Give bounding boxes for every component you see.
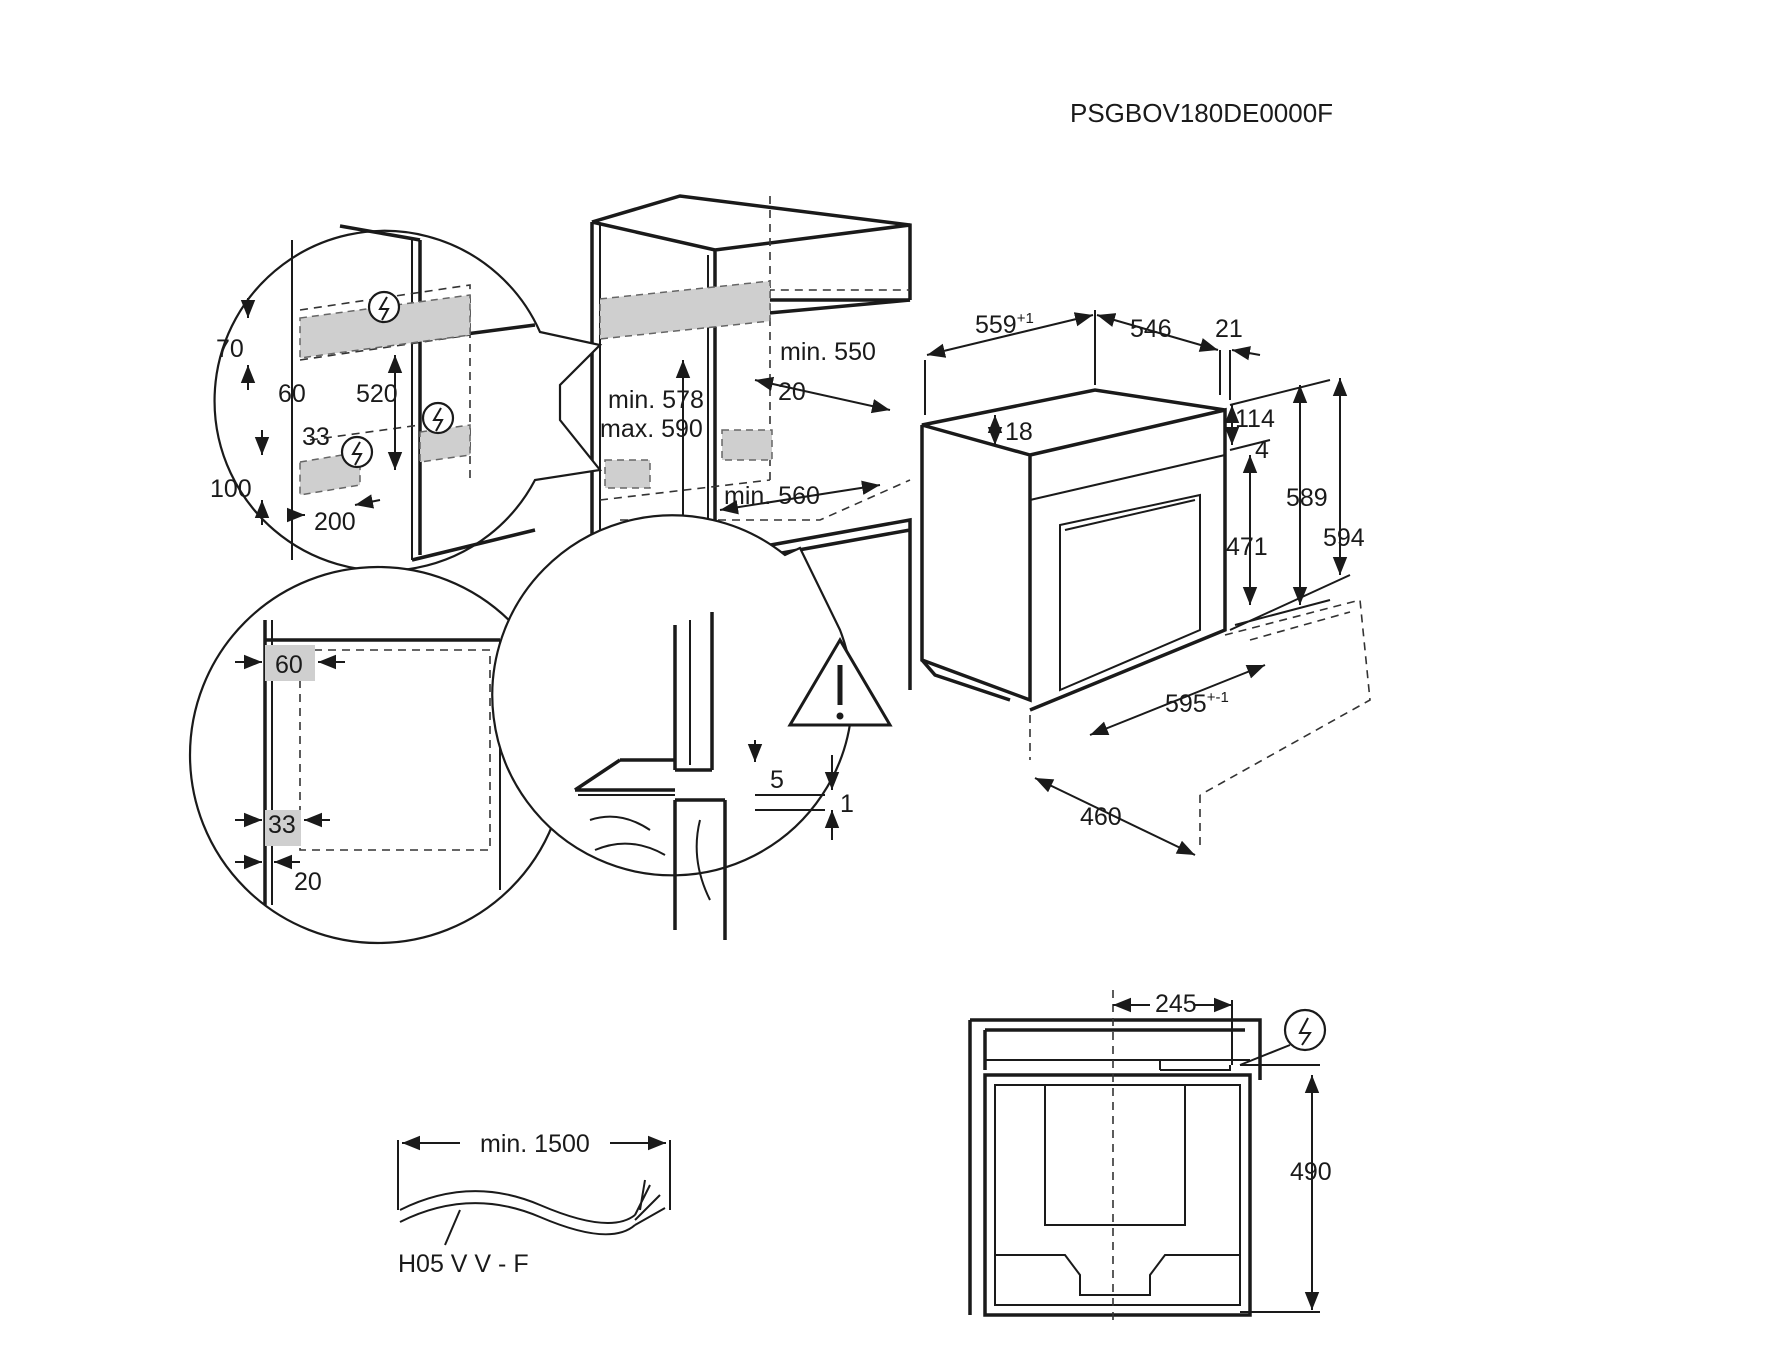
dim-min-578: min. 578 — [608, 386, 704, 414]
dim-20-side: 20 — [294, 868, 322, 896]
dim-5: 5 — [770, 766, 784, 794]
dim-1: 1 — [840, 790, 854, 818]
dim-33: 33 — [302, 423, 330, 451]
front-view-drawing — [968, 990, 1327, 1325]
dim-60: 60 — [278, 380, 306, 408]
oven-drawing — [920, 310, 1371, 856]
detail-side-circle — [188, 565, 568, 945]
cable-type: H05 V V - F — [398, 1250, 529, 1278]
dim-100: 100 — [210, 475, 252, 503]
dim-559: 559+1 — [975, 310, 1034, 339]
electrical-connection-icon — [340, 290, 455, 469]
dim-60-side: 60 — [275, 651, 303, 679]
dim-33-side: 33 — [268, 811, 296, 839]
dim-245: 245 — [1155, 990, 1197, 1018]
dim-200: 200 — [314, 508, 356, 536]
dim-595: 595+-1 — [1165, 689, 1229, 718]
dim-471: 471 — [1226, 533, 1268, 561]
dim-546: 546 — [1130, 315, 1172, 343]
model-code: PSGBOV180DE0000F — [1070, 98, 1333, 128]
dim-594: 594 — [1323, 524, 1365, 552]
detail-gap-circle — [491, 514, 854, 940]
dim-min-550: min. 550 — [780, 338, 876, 366]
dim-589: 589 — [1286, 484, 1328, 512]
dim-114: 114 — [1235, 405, 1275, 433]
dim-490: 490 — [1290, 1158, 1332, 1186]
dim-460: 460 — [1080, 803, 1122, 831]
dim-20: 20 — [778, 378, 806, 406]
dim-21: 21 — [1215, 315, 1243, 343]
dim-4: 4 — [1255, 436, 1269, 464]
cabinet-drawing — [590, 194, 912, 690]
cable-length: min. 1500 — [480, 1130, 590, 1158]
cable-drawing — [397, 1135, 671, 1246]
dim-70: 70 — [216, 335, 244, 363]
warning-triangle-icon — [787, 637, 893, 727]
dim-min-560: min. 560 — [724, 482, 820, 510]
dim-18: 18 — [1005, 418, 1033, 446]
dim-520: 520 — [356, 380, 398, 408]
dim-max-590: max. 590 — [600, 415, 703, 443]
detail-top-circle — [213, 224, 603, 572]
